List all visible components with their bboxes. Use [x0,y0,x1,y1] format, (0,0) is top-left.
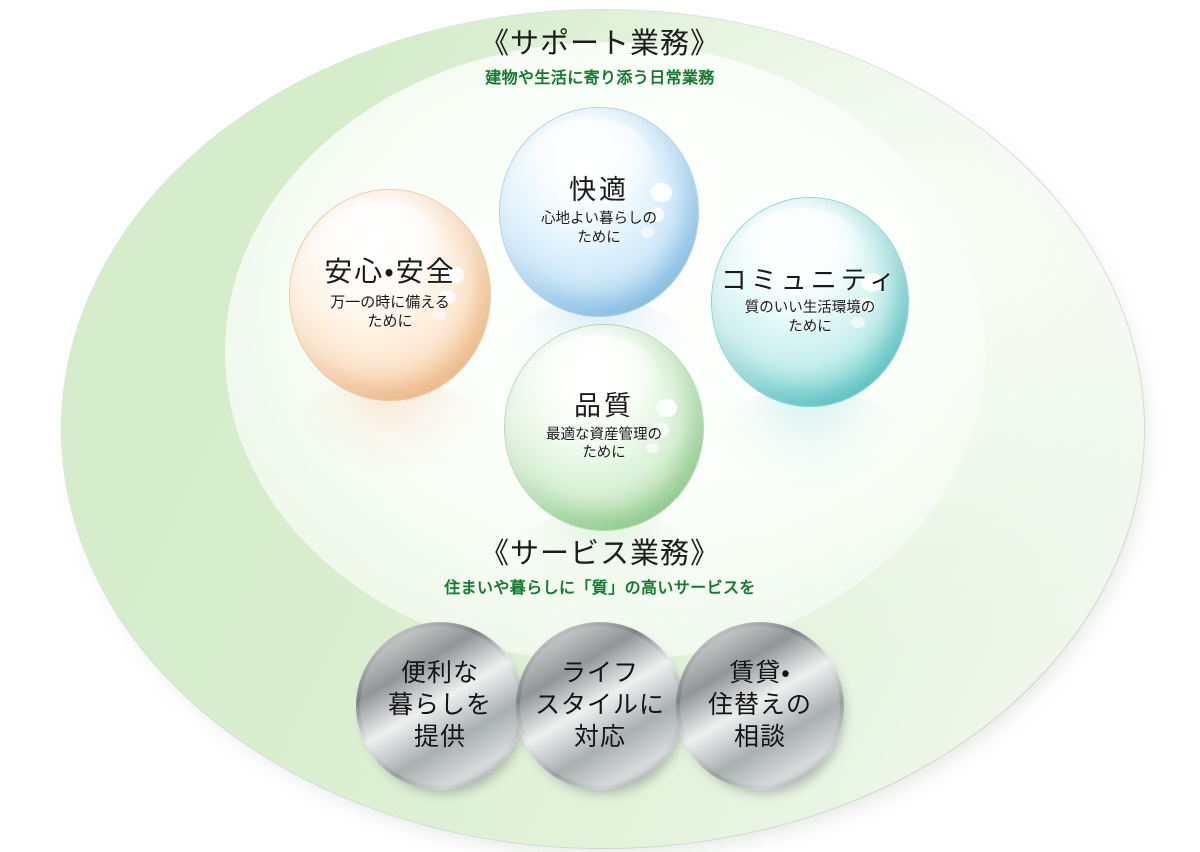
service-circle-benri-line3: 提供 [413,724,466,751]
service-circle-lifestyle[interactable]: ライフ スタイルに 対応 [516,622,684,790]
bubble-community-title: コミュニティ [720,265,900,295]
bubble-anshin-sub-line2: ために [367,313,413,331]
bubble-community-sub-line1: 質のいい生活環境の [744,300,876,317]
bubble-anshin-anzen[interactable]: 安心・安全 万一の時に備える ために [290,190,490,400]
support-section-subtitle: 建物や生活に寄り添う日常業務 [485,70,715,88]
bubble-community[interactable]: コミュニティ 質のいい生活環境の ために [712,198,908,406]
bubble-anshin-title: 安心・安全 [324,257,456,289]
service-circle-chintai-line2: 住替えの [707,692,812,719]
bubble-hinshitsu-sub-line1: 最適な資産管理の [546,426,662,443]
bubble-hinshitsu-subtitle: 最適な資産管理の ために [546,426,662,464]
support-heading-block: 《サポート業務》 建物や生活に寄り添う日常業務 [0,28,1200,89]
service-circle-benri[interactable]: 便利な 暮らしを 提供 [356,622,524,790]
service-circle-chintai[interactable]: 賃貸・ 住替えの 相談 [676,622,844,790]
service-circle-lifestyle-line2: スタイルに [534,692,665,719]
service-circle-benri-text: 便利な 暮らしを 提供 [388,658,492,754]
service-circle-lifestyle-text: ライフ スタイルに 対応 [535,658,665,754]
service-circle-benri-line1: 便利な [400,660,479,687]
service-circle-lifestyle-line1: ライフ [560,660,639,687]
service-section-subtitle: 住まいや暮らしに「質」の高いサービスを [444,580,756,598]
bubble-community-subtitle: 質のいい生活環境の ために [745,299,876,337]
bubble-kaiteki[interactable]: 快適 心地よい暮らしの ために [500,108,698,316]
bubble-community-sub-line2: ために [788,319,832,336]
bubble-kaiteki-sub-line1: 心地よい暮らしの [541,211,657,227]
bubble-hinshitsu-sub-line2: ために [582,445,626,462]
bubble-hinshitsu[interactable]: 品質 最適な資産管理の ために [505,325,703,530]
service-circle-benri-line2: 暮らしを [387,692,492,719]
service-circle-chintai-text: 賃貸・ 住替えの 相談 [708,658,812,754]
bubble-anshin-subtitle: 万一の時に備える ために [330,293,450,332]
bubble-hinshitsu-title: 品質 [574,390,634,421]
service-circle-chintai-line3: 相談 [733,724,786,751]
bubble-kaiteki-title: 快適 [569,175,629,206]
bubble-anshin-sub-line1: 万一の時に備える [330,293,450,311]
service-section-title: 《サービス業務》 [479,538,720,570]
support-section-title: 《サポート業務》 [479,28,720,60]
service-circle-lifestyle-line3: 対応 [573,724,626,751]
service-heading-block: 《サービス業務》 住まいや暮らしに「質」の高いサービスを [0,538,1200,599]
bubble-kaiteki-sub-line2: ために [577,229,621,246]
service-circle-chintai-line1: 賃貸・ [729,660,791,687]
bubble-kaiteki-subtitle: 心地よい暮らしの ために [541,210,657,248]
